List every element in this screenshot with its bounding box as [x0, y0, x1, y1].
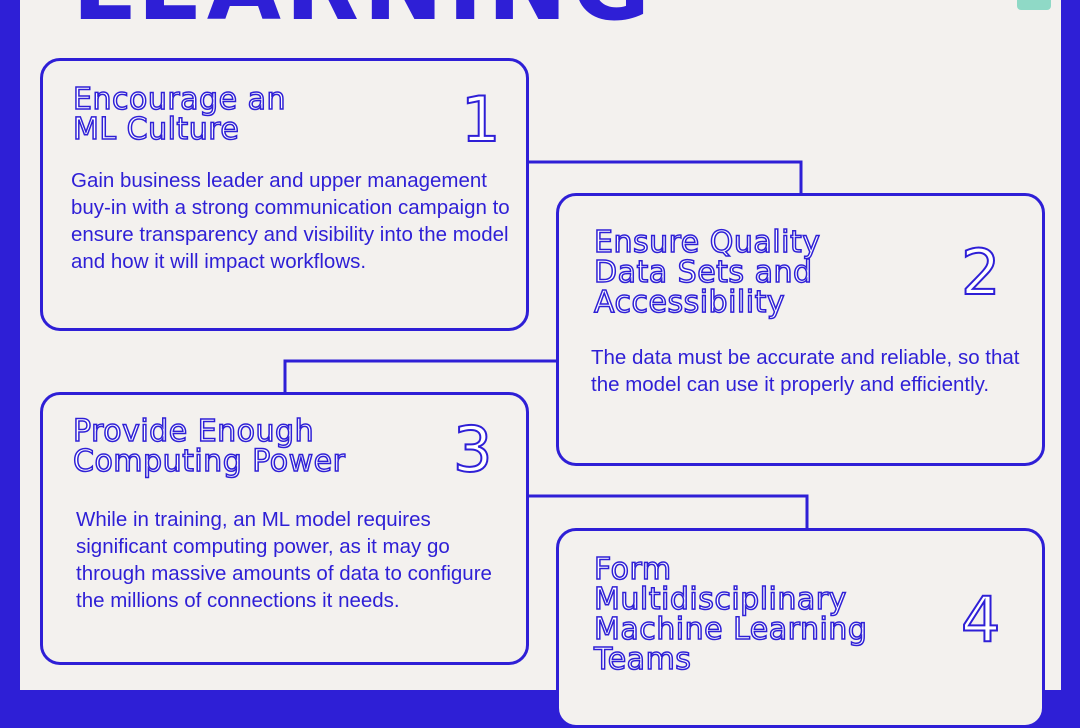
step-card-4: Form Multidisciplinary Machine Learning … [556, 528, 1045, 728]
step-number: 2 [960, 236, 1001, 309]
step-title: Ensure Quality Data Sets and Accessibili… [593, 225, 821, 320]
step-description: While in training, an ML model requires … [76, 508, 492, 612]
step-title: Provide Enough Computing Power [72, 414, 346, 479]
connector-2-3 [283, 359, 557, 393]
step-title: Encourage an ML Culture [72, 82, 286, 147]
connector-3-4 [528, 494, 809, 529]
connector-lines [283, 160, 809, 529]
corner-badge [1017, 0, 1051, 10]
step-title: Form Multidisciplinary Machine Learning … [593, 552, 868, 677]
step-number: 1 [460, 83, 501, 156]
step-description: The data must be accurate and reliable, … [591, 346, 1020, 396]
page-heading: LEARNING [72, 0, 654, 34]
step-description: Gain business leader and upper managemen… [71, 169, 510, 273]
step-card-3: Provide Enough Computing Power 3 While i… [40, 392, 529, 665]
step-number: 3 [452, 413, 493, 486]
step-number: 4 [960, 583, 1001, 656]
step-card-2: Ensure Quality Data Sets and Accessibili… [556, 193, 1045, 466]
step-card-1: Encourage an ML Culture 1 Gain business … [40, 58, 529, 331]
connector-1-2 [528, 160, 803, 194]
